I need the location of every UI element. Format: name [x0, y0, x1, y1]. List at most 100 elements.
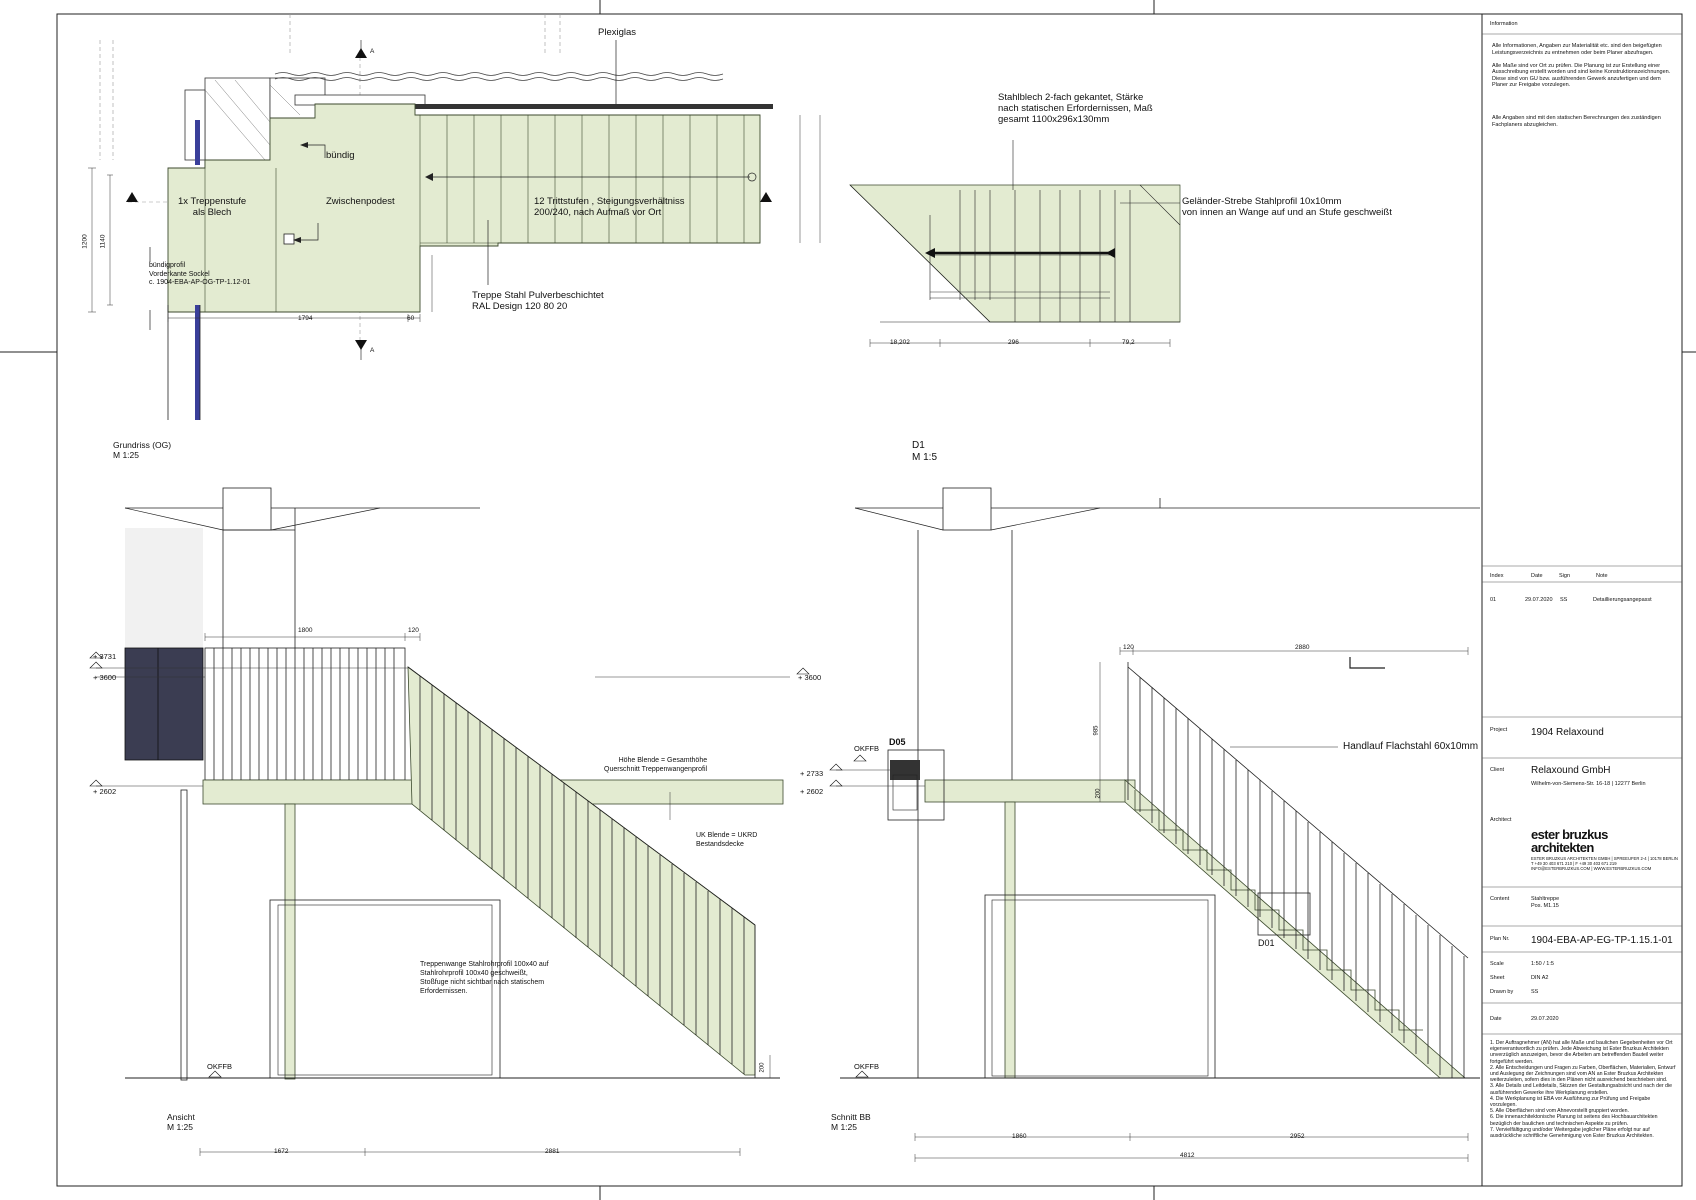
project-value: 1904 Relaxound	[1531, 727, 1604, 738]
rev-row-index: 01	[1490, 597, 1497, 603]
rev-row-note: Detaillierungsangepasst	[1593, 597, 1652, 603]
okffb-elevation: OKFFB	[207, 1062, 233, 1071]
info-text: Alle Informationen, Angaben zur Material…	[1492, 43, 1671, 88]
content-label: Content	[1490, 896, 1510, 902]
detail-dimensions	[869, 291, 1171, 347]
stair-balusters	[407, 666, 756, 1074]
date-value: 29.07.2020	[1531, 1016, 1559, 1022]
client-address: Wilhelm-von-Siemens-Str. 16-18 | 12277 B…	[1531, 781, 1646, 787]
level-3600: + 3600	[93, 673, 117, 682]
sect-dim-2952: 2952	[1290, 1133, 1305, 1140]
plan-title-text: Grundriss (OG)	[113, 440, 172, 450]
plan-dim-60: 60	[407, 315, 415, 322]
scale-label: Scale	[1490, 961, 1504, 967]
section-a-bottom: A	[370, 347, 375, 354]
landing-balusters	[213, 648, 395, 780]
sheet-frame	[56, 13, 1683, 1187]
detail-dim-c: 79,2	[1122, 339, 1135, 346]
level-2602-section: + 2602	[800, 787, 824, 796]
plan-dim-1200: 1200	[81, 234, 89, 249]
sect-dim-985: 985	[1093, 725, 1100, 736]
plan-dim-1140: 1140	[99, 234, 107, 249]
rev-header-sign: Sign	[1559, 573, 1571, 579]
client-label: Client	[1490, 767, 1505, 773]
detail-dim-a: 18,202	[890, 339, 910, 346]
d05-label: D05	[889, 737, 906, 747]
treppe-stahl-label: Treppe Stahl Pulverbeschichtet RAL Desig…	[472, 290, 604, 312]
section-balusters	[1139, 677, 1465, 1078]
elev-dim-200: 200	[759, 1062, 766, 1073]
d01-label: D01	[1258, 938, 1275, 948]
sect-dim-2880: 2880	[1295, 644, 1310, 651]
elev-dim-120: 120	[408, 627, 419, 634]
detail-title-text: D1	[912, 440, 925, 451]
section-scale-text: M 1:25	[831, 1122, 857, 1132]
elevation-title-text: Ansicht	[167, 1112, 195, 1122]
detail-scale-text: M 1:5	[912, 452, 938, 463]
architect-label: Architect	[1490, 817, 1512, 823]
info-label: Information	[1490, 21, 1518, 27]
uk-blende-label: UK Blende = UKRD Bestandsdecke	[696, 832, 758, 848]
treppenstufe-label: 1x Treppenstufe als Blech	[178, 196, 247, 218]
rev-row-date: 29.07.2020	[1525, 597, 1553, 603]
title-block-lines	[1482, 565, 1682, 1035]
zwischenpodest-label: Zwischenpodest	[326, 196, 395, 207]
detail-struts	[929, 140, 1131, 322]
architect-logo: ester bruzkus architekten	[1531, 827, 1608, 855]
sect-dim-120: 120	[1123, 644, 1134, 651]
client-value: Relaxound GmbH	[1531, 765, 1611, 776]
plan-dimensions	[88, 115, 821, 322]
rev-row-sign: SS	[1560, 597, 1568, 603]
elev-dim-2881: 2881	[545, 1148, 560, 1155]
stahlblech-label: Stahlblech 2-fach gekantet, Stärke nach …	[998, 92, 1153, 125]
plan-title: Grundriss (OG)M 1:25	[113, 440, 171, 460]
elevation-scale-text: M 1:25	[167, 1122, 193, 1132]
handlauf-label: Handlauf Flachstahl 60x10mm	[1343, 741, 1479, 752]
plan-scale-text: M 1:25	[113, 450, 139, 460]
rev-header-date: Date	[1531, 573, 1543, 579]
plexiglas-label: Plexiglas	[598, 27, 637, 38]
rev-header-index: Index	[1490, 573, 1504, 579]
planno-value: 1904-EBA-AP-EG-TP-1.15.1-01	[1531, 935, 1673, 946]
architect-small: ESTER BRUZKUS ARCHITEKTEN GMBH | SPREEUF…	[1531, 856, 1678, 872]
content-value: Stahltreppe Pos. M1.15	[1531, 896, 1560, 909]
plan-dim-1794: 1794	[298, 315, 313, 322]
section-title-text: Schnitt BB	[831, 1112, 871, 1122]
sheet-value: DIN A2	[1531, 975, 1549, 981]
elevation-dimensions	[199, 633, 771, 1156]
rev-header-note: Note	[1596, 573, 1608, 579]
sect-dim-1860: 1860	[1012, 1133, 1027, 1140]
level-2602: + 2602	[93, 787, 117, 796]
hoehe-blende-label: Höhe Blende = Gesamthöhe Querschnitt Tre…	[604, 757, 708, 773]
section-view	[829, 487, 1480, 1162]
sect-dim-4812: 4812	[1180, 1152, 1195, 1159]
detail-view	[849, 140, 1181, 347]
section-dimensions	[914, 647, 1469, 1162]
trappenwange-label: Treppenwange Stahlrohrprofil 100x40 auf …	[420, 961, 549, 995]
elev-dim-1672: 1672	[274, 1148, 289, 1155]
level-3731: + 3731	[93, 652, 117, 661]
strebe-label: Geländer-Strebe Stahlprofil 10x10mm von …	[1182, 196, 1392, 218]
level-2733: + 2733	[800, 769, 824, 778]
detail-dim-b: 296	[1008, 339, 1019, 346]
plan-treads	[446, 115, 745, 243]
okffb-section-top: OKFFB	[854, 744, 880, 753]
scale-value: 1:50 / 1:5	[1531, 961, 1554, 967]
date-label: Date	[1490, 1016, 1502, 1022]
drawnby-value: SS	[1531, 989, 1539, 995]
project-label: Project	[1490, 727, 1508, 733]
trittstufen-label: 12 Trittstufen , Steigungsverhältniss 20…	[534, 196, 685, 218]
planno-label: Plan Nr.	[1490, 936, 1510, 942]
buendig-label: bündig	[326, 150, 355, 161]
drawnby-label: Drawn by	[1490, 989, 1514, 995]
elevation-view	[89, 487, 810, 1156]
sheet-label: Sheet	[1490, 975, 1505, 981]
elev-dim-1800: 1800	[298, 627, 313, 634]
section-a-top: A	[370, 48, 375, 55]
okffb-section-bottom: OKFFB	[854, 1062, 880, 1071]
sect-dim-200: 200	[1095, 788, 1102, 799]
